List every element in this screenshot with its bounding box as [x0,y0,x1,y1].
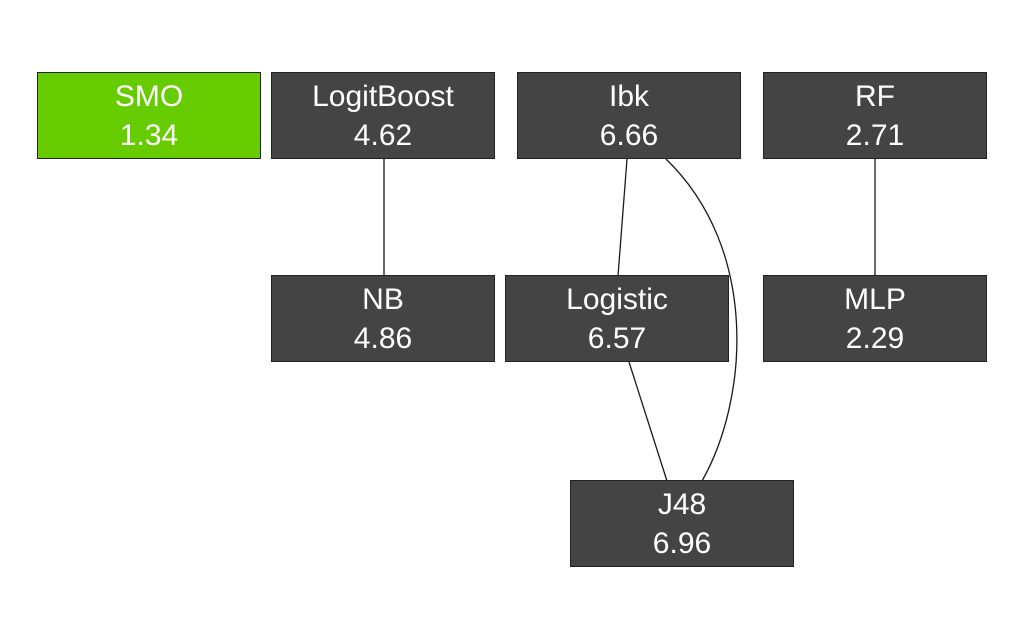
node-value: 6.96 [652,526,712,560]
node-value: 2.71 [845,118,905,152]
node-ibk: Ibk 6.66 [517,72,741,159]
edge-logistic-j48 [628,361,668,482]
node-value: 4.86 [353,321,413,355]
node-nb: NB 4.86 [271,275,495,362]
node-smo: SMO 1.34 [37,72,261,159]
node-value: 6.57 [587,321,647,355]
edge-ibk-j48 [665,158,738,482]
node-j48: J48 6.96 [570,480,794,567]
node-label: LogitBoost [312,79,454,113]
node-logistic: Logistic 6.57 [505,275,729,362]
edge-ibk-logistic [617,158,628,277]
node-value: 2.29 [845,321,905,355]
node-label: Logistic [566,282,668,316]
node-label: SMO [114,79,184,113]
node-label: J48 [657,487,707,521]
node-rf: RF 2.71 [763,72,987,159]
node-label: MLP [844,282,906,316]
node-label: NB [362,282,404,316]
node-value: 6.66 [599,118,659,152]
node-value: 4.62 [353,118,413,152]
node-value: 1.34 [119,118,179,152]
node-mlp: MLP 2.29 [763,275,987,362]
node-logitboost: LogitBoost 4.62 [271,72,495,159]
node-label: Ibk [608,79,650,113]
node-label: RF [855,79,895,113]
